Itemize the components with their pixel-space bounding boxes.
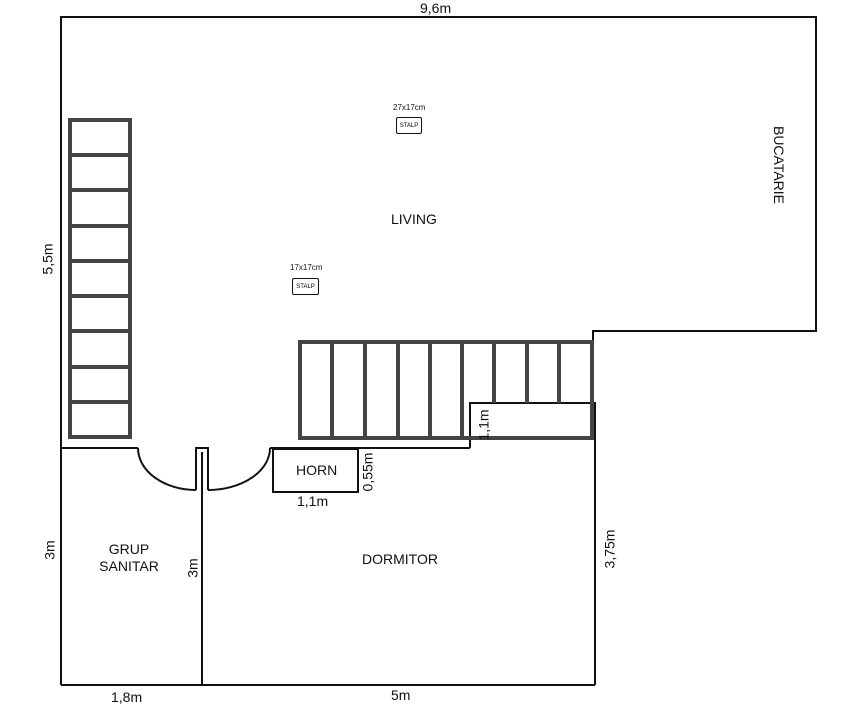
room-label-horn: HORN	[296, 462, 338, 478]
dim-left-height: 5,5m	[39, 243, 56, 275]
room-label-grup-sanitar: GRUP SANITAR	[98, 542, 160, 573]
column-2-label: STALP	[296, 283, 315, 290]
room-label-grup-sanitar-line2: SANITAR	[99, 558, 159, 574]
column-1: STALP	[396, 117, 422, 134]
column-2-size: 17x17cm	[290, 263, 323, 272]
dim-dormitor-width: 5m	[391, 687, 411, 703]
horn-box	[272, 448, 359, 493]
dim-sanitar-inner-height: 3m	[184, 558, 201, 578]
room-label-dormitor: DORMITOR	[362, 551, 438, 567]
stairs-horizontal	[298, 340, 594, 440]
room-label-grup-sanitar-line1: GRUP	[108, 541, 150, 557]
column-1-size: 27x17cm	[393, 103, 426, 112]
door-swing-sanitar	[137, 447, 197, 491]
dim-horn-height: 0,55m	[359, 452, 376, 492]
room-label-bucatarie: BUCATARIE	[771, 125, 788, 205]
column-2: STALP	[292, 278, 319, 295]
stairs-left	[68, 118, 132, 439]
dim-horn-width: 1,1m	[297, 493, 329, 509]
wall-stair-step	[469, 402, 596, 685]
column-1-label: STALP	[399, 122, 419, 129]
door-swing-dormitor	[207, 447, 271, 491]
dim-top-width: 9,6m	[420, 0, 452, 16]
dim-dormitor-height: 3,75m	[601, 529, 618, 569]
outer-wall	[60, 16, 817, 448]
dim-sanitar-width: 1,8m	[111, 689, 143, 705]
dim-sanitar-height: 3m	[41, 540, 58, 560]
dim-stair-step: 1,1m	[475, 409, 492, 441]
partition-wall-top	[195, 447, 209, 490]
room-label-living: LIVING	[391, 211, 437, 227]
